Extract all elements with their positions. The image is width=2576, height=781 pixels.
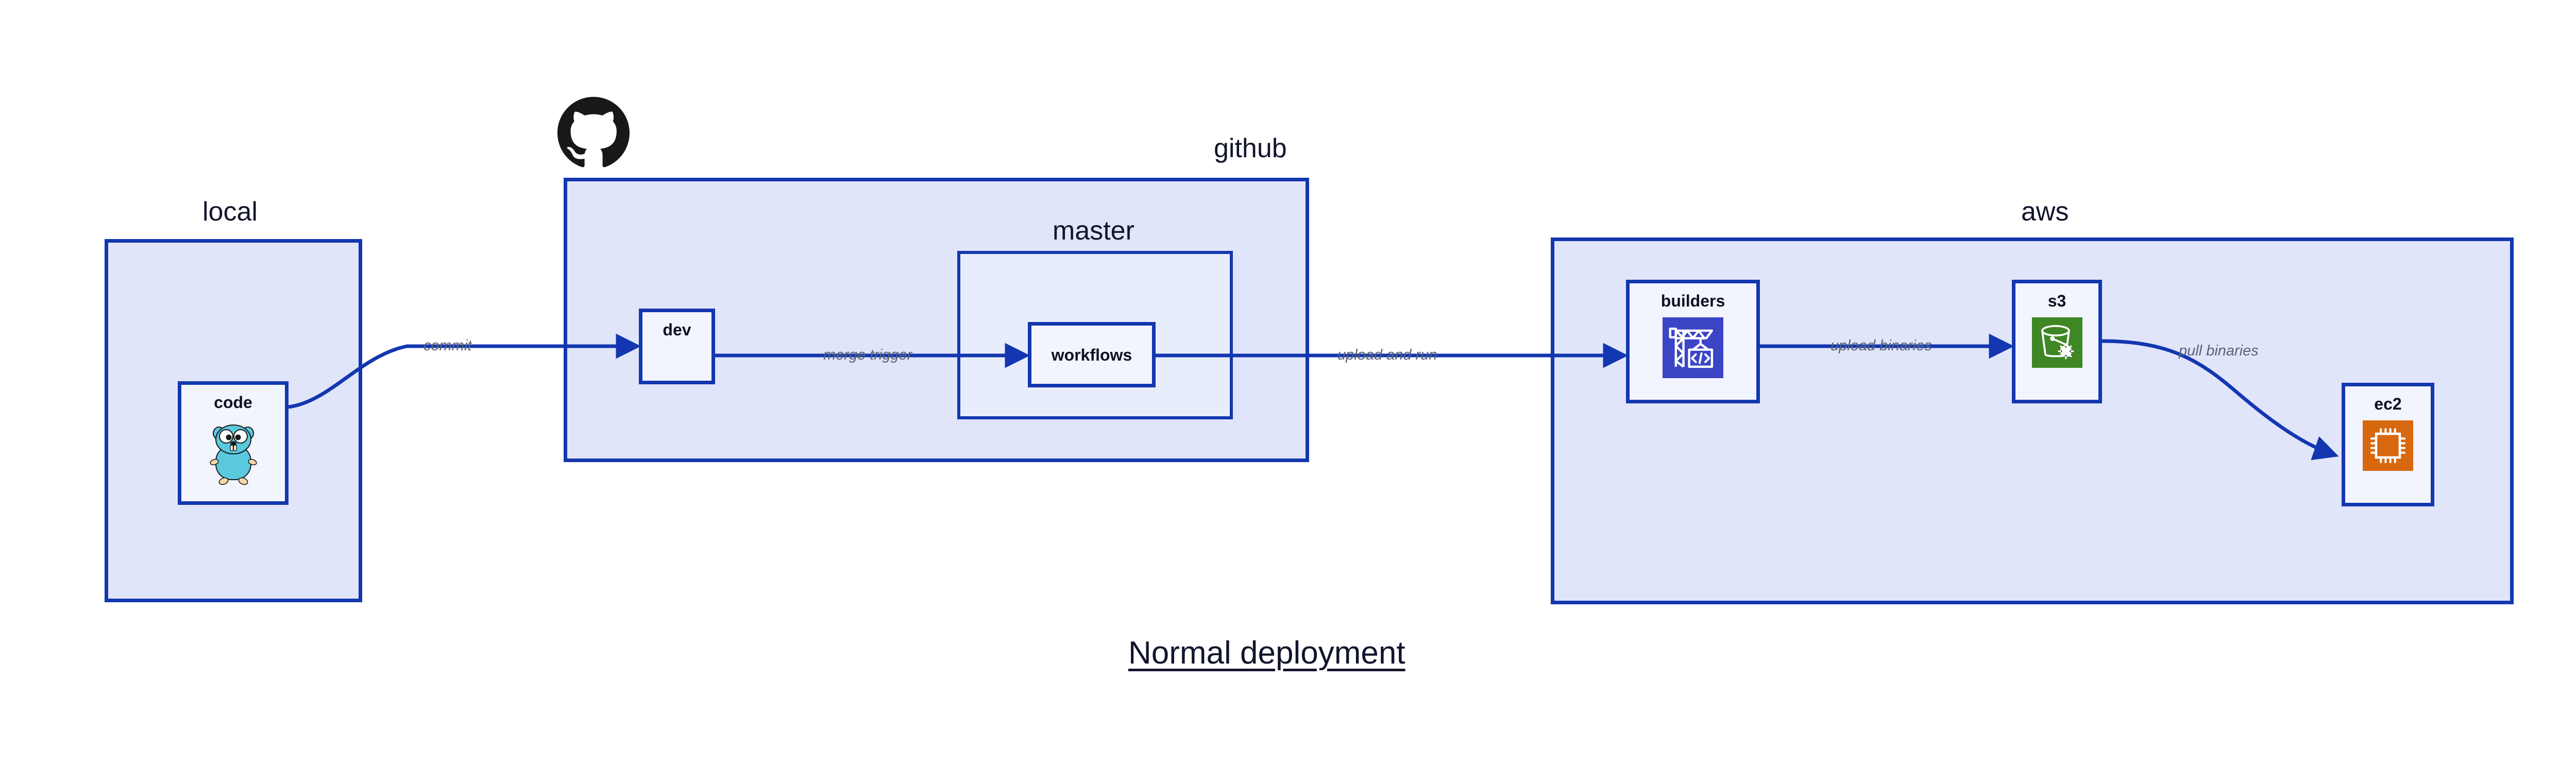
aws-ec2-icon xyxy=(2363,420,2413,471)
aws-s3-glacier-icon xyxy=(2031,317,2082,368)
node-label-builders: builders xyxy=(1660,292,1725,310)
node-builders[interactable]: builders xyxy=(1626,280,1760,403)
group-label-github: github xyxy=(1214,133,1287,163)
node-label-ec2: ec2 xyxy=(2374,395,2402,413)
node-label-s3: s3 xyxy=(2047,292,2066,310)
edge-label-upload-binaries: upload binaries xyxy=(1831,337,1932,354)
node-ec2[interactable]: ec2 xyxy=(2342,383,2434,506)
group-label-local: local xyxy=(202,197,258,227)
github-octocat-icon xyxy=(557,97,630,169)
node-dev[interactable]: dev xyxy=(639,309,715,384)
group-label-master: master xyxy=(1053,216,1134,246)
edge-label-merge-trigger: merge trigger xyxy=(823,347,912,363)
diagram-title: Normal deployment xyxy=(1128,635,1405,671)
go-gopher-icon xyxy=(206,419,261,486)
node-label-workflows: workflows xyxy=(1051,345,1132,364)
edge-label-pull-binaries: pull binaries xyxy=(2179,343,2259,359)
node-workflows[interactable]: workflows xyxy=(1028,322,1156,387)
edge-label-commit: commit xyxy=(423,337,472,354)
aws-codebuild-icon xyxy=(1663,317,1723,378)
node-label-code: code xyxy=(214,393,252,412)
group-label-aws: aws xyxy=(2021,197,2069,227)
node-label-dev: dev xyxy=(663,320,691,339)
edge-label-upload-and-run: upload and run xyxy=(1337,347,1437,363)
node-s3[interactable]: s3 xyxy=(2012,280,2102,403)
node-code[interactable]: code xyxy=(178,381,289,505)
